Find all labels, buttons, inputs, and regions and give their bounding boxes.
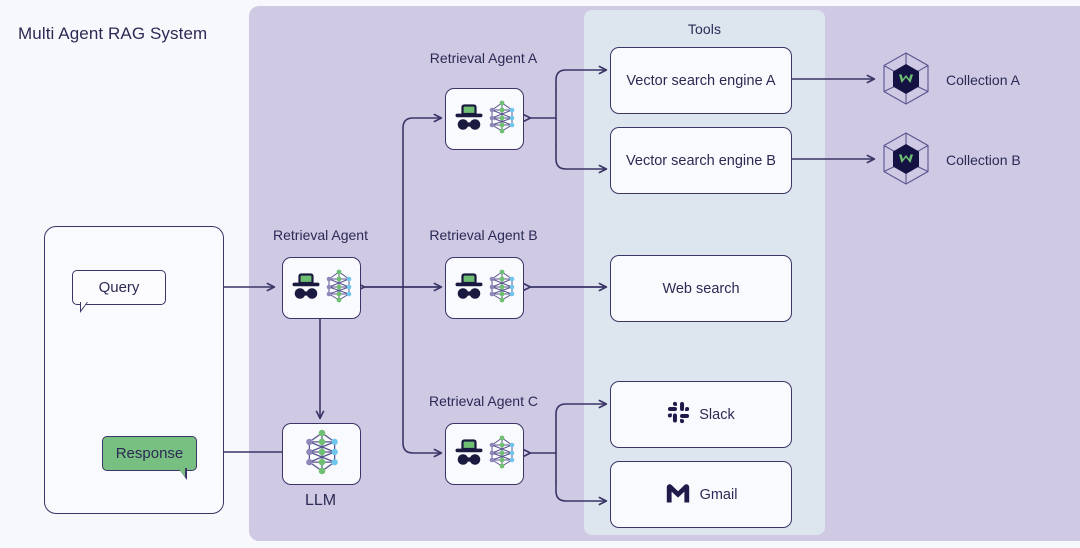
retrieval-agent-a-label: Retrieval Agent A	[429, 50, 538, 66]
response-bubble: Response	[102, 436, 197, 471]
agent-detective-icon	[453, 100, 485, 139]
vector-search-engine-b-node[interactable]: Vector search engine B	[610, 127, 792, 194]
tools-panel-title: Tools	[687, 21, 722, 37]
vector-search-engine-a-node[interactable]: Vector search engine A	[610, 47, 792, 114]
query-bubble-tail-fill	[81, 302, 87, 310]
gmail-label: Gmail	[699, 486, 738, 503]
vector-search-engine-b-label: Vector search engine B	[626, 152, 776, 169]
agent-detective-icon	[453, 269, 485, 308]
neural-network-icon	[488, 99, 516, 140]
weaviate-cube-icon	[876, 132, 936, 193]
retrieval-agent-c-node[interactable]	[445, 423, 524, 485]
page-title: Multi Agent RAG System	[18, 24, 208, 43]
web-search-label: Web search	[662, 280, 740, 297]
retrieval-agent-node[interactable]	[282, 257, 361, 319]
slack-node[interactable]: Slack	[610, 381, 792, 448]
llm-label: LLM	[304, 492, 337, 509]
slack-label: Slack	[699, 406, 735, 423]
retrieval-agent-a-node[interactable]	[445, 88, 524, 150]
collection-b-label: Collection B	[946, 152, 1021, 168]
vector-search-engine-a-label: Vector search engine A	[626, 72, 776, 89]
web-search-node[interactable]: Web search	[610, 255, 792, 322]
query-bubble: Query	[72, 270, 166, 305]
response-bubble-tail-fill	[178, 468, 185, 477]
slack-icon	[667, 401, 690, 428]
weaviate-cube-icon	[876, 52, 936, 113]
agent-detective-icon	[290, 269, 322, 308]
collection-b-icon-wrap[interactable]	[876, 129, 936, 194]
retrieval-agent-b-node[interactable]	[445, 257, 524, 319]
collection-a-icon-wrap[interactable]	[876, 49, 936, 114]
neural-network-icon	[325, 268, 353, 309]
llm-node[interactable]	[282, 423, 361, 485]
gmail-node[interactable]: Gmail	[610, 461, 792, 528]
gmail-icon	[665, 482, 691, 508]
retrieval-agent-label: Retrieval Agent	[273, 227, 368, 243]
collection-a-label: Collection A	[946, 72, 1020, 88]
neural-network-icon	[301, 428, 343, 481]
retrieval-agent-b-label: Retrieval Agent B	[429, 227, 538, 243]
retrieval-agent-c-label: Retrieval Agent C	[429, 393, 538, 409]
agent-detective-icon	[453, 435, 485, 474]
neural-network-icon	[488, 268, 516, 309]
neural-network-icon	[488, 434, 516, 475]
